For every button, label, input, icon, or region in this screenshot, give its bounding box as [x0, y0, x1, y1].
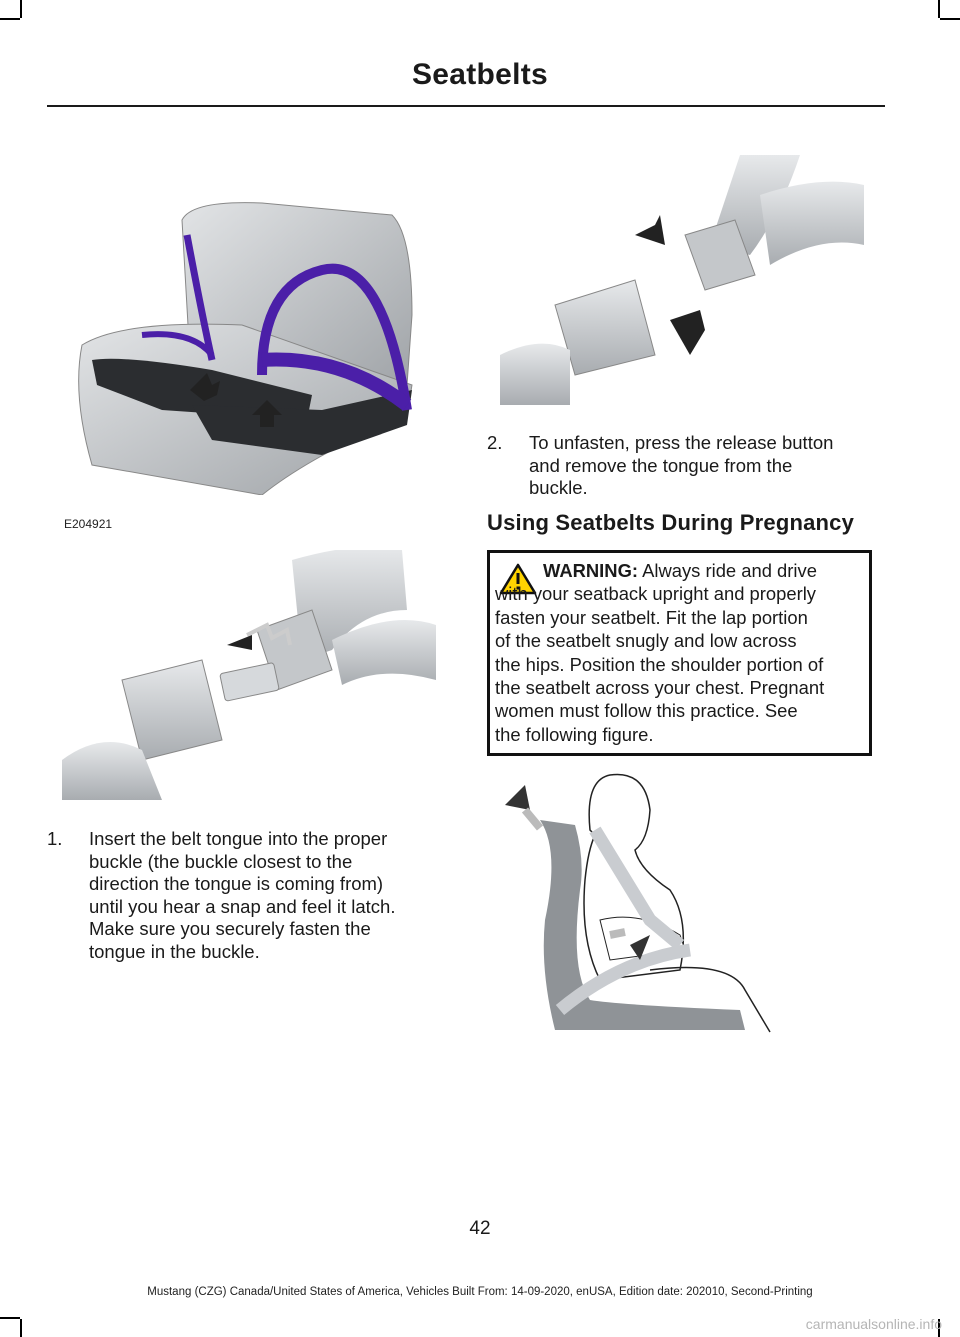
crop-mark	[938, 0, 940, 18]
step-line: buckle (the buckle closest to the	[89, 850, 353, 872]
crop-mark	[940, 18, 960, 20]
warning-line: with your seatback upright and properly	[495, 583, 816, 605]
step-line: Insert the belt tongue into the proper	[89, 828, 388, 849]
crop-mark	[938, 1319, 940, 1337]
step-line: and remove the tongue from the	[529, 454, 793, 476]
step-line: until you hear a snap and feel it latch.	[89, 895, 396, 917]
step-number: 2.	[487, 432, 503, 453]
step-line: To unfasten, press the release button	[529, 432, 834, 453]
crop-mark	[0, 18, 20, 20]
fasten-belt-figure	[62, 550, 436, 800]
rear-seat-figure	[62, 195, 442, 495]
warning-label: WARNING:	[543, 560, 639, 581]
crop-mark	[20, 0, 22, 18]
warning-box: WARNING: Always ride and drive with your…	[487, 550, 872, 756]
warning-line: the following figure.	[495, 723, 654, 745]
warning-line: the seatbelt across your chest. Pregnant	[495, 677, 825, 699]
warning-triangle-icon	[499, 563, 537, 595]
unfasten-belt-figure	[500, 155, 864, 405]
warning-line: WARNING: Always ride and drive	[495, 559, 867, 582]
step-2: 2. To unfasten, press the release button…	[487, 432, 887, 502]
step-1: 1. Insert the belt tongue into the prope…	[47, 828, 447, 968]
footer-text: Mustang (CZG) Canada/United States of Am…	[147, 1286, 813, 1298]
warning-line: of the seatbelt snugly and low across	[495, 630, 797, 652]
warning-line: fasten your seatbelt. Fit the lap portio…	[495, 606, 808, 628]
step-line: tongue in the buckle.	[89, 940, 260, 962]
crop-mark	[0, 1317, 20, 1319]
watermark: carmanualsonline.info	[805, 1316, 942, 1332]
step-line: direction the tongue is coming from)	[89, 873, 384, 894]
warning-text: WARNING: Always ride and drive with your…	[495, 559, 867, 746]
step-line: Make sure you securely fasten the	[89, 918, 371, 939]
header-divider	[47, 105, 885, 107]
step-line: buckle.	[529, 477, 588, 498]
pregnancy-belt-figure	[500, 770, 772, 1040]
step-text: Insert the belt tongue into the proper b…	[89, 828, 395, 963]
page-number: 42	[469, 1218, 491, 1239]
warning-line-text: Always ride and drive	[642, 560, 817, 581]
step-text: To unfasten, press the release button an…	[529, 432, 833, 500]
figure-code: E204921	[64, 517, 113, 531]
step-number: 1.	[47, 828, 63, 849]
section-heading: Using Seatbelts During Pregnancy	[487, 510, 855, 535]
warning-line: women must follow this practice. See	[495, 700, 798, 722]
crop-mark	[20, 1319, 22, 1337]
page-title: Seatbelts	[411, 58, 549, 91]
warning-line: the hips. Position the shoulder portion …	[495, 653, 824, 675]
